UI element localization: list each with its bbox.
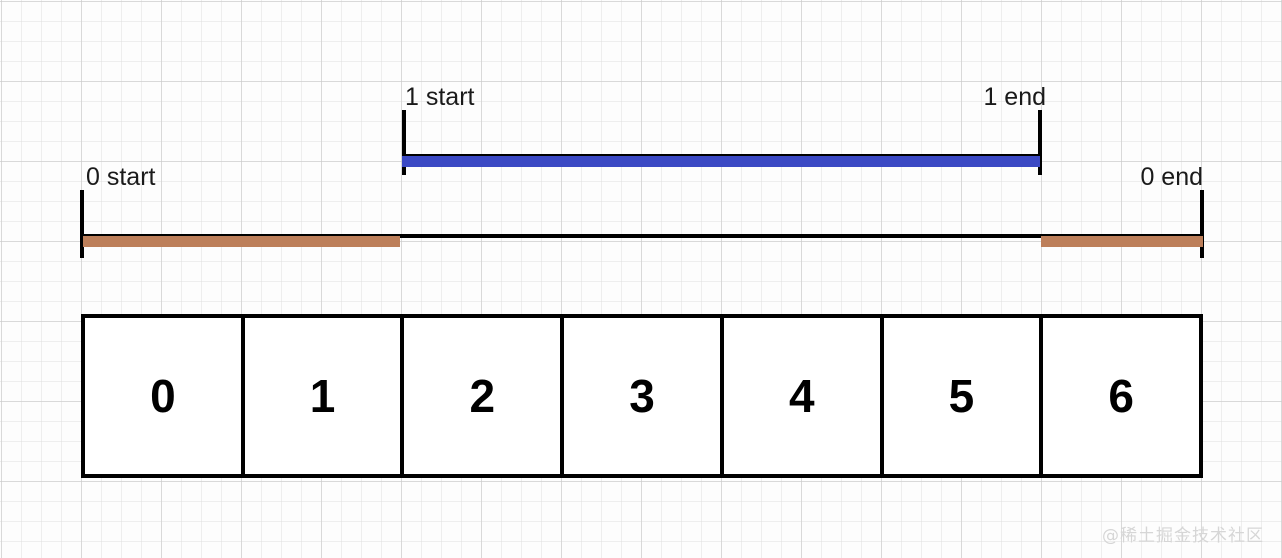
interval-1-bar — [402, 156, 1040, 167]
index-cell-3[interactable]: 3 — [564, 318, 724, 474]
index-cell-label: 3 — [629, 370, 655, 422]
index-cell-4[interactable]: 4 — [723, 318, 884, 474]
index-cell-label: 4 — [788, 370, 815, 422]
interval-0-end-label: 0 end — [1140, 163, 1203, 191]
index-cell-label: 1 — [309, 370, 336, 422]
index-cell-1[interactable]: 1 — [244, 318, 405, 474]
interval-1-end-label: 1 end — [983, 83, 1046, 111]
interval-1-start-tick — [402, 110, 406, 175]
interval-0-start-label: 0 start — [86, 163, 156, 191]
watermark: @稀土掘金技术社区 — [1102, 526, 1264, 546]
interval-1-start-label: 1 start — [405, 83, 475, 111]
index-cell-label: 0 — [150, 370, 176, 422]
interval-0-end-tick — [1200, 190, 1204, 258]
interval-0-baseline — [81, 234, 1203, 238]
index-cell-0[interactable]: 0 — [85, 318, 245, 474]
index-cell-label: 6 — [1108, 370, 1134, 422]
interval-0-start-tick — [80, 190, 84, 258]
index-cell-label: 2 — [469, 370, 496, 422]
index-cell-5[interactable]: 5 — [883, 318, 1044, 474]
index-cell-label: 5 — [948, 370, 975, 422]
index-cells: 0 1 2 3 4 5 6 — [81, 314, 1203, 478]
interval-0-bar-segment-right — [1041, 236, 1203, 247]
index-cell-6[interactable]: 6 — [1043, 318, 1200, 474]
interval-1-end-tick — [1038, 110, 1042, 175]
index-cell-2[interactable]: 2 — [404, 318, 565, 474]
interval-0-bar-segment-left — [83, 236, 400, 247]
